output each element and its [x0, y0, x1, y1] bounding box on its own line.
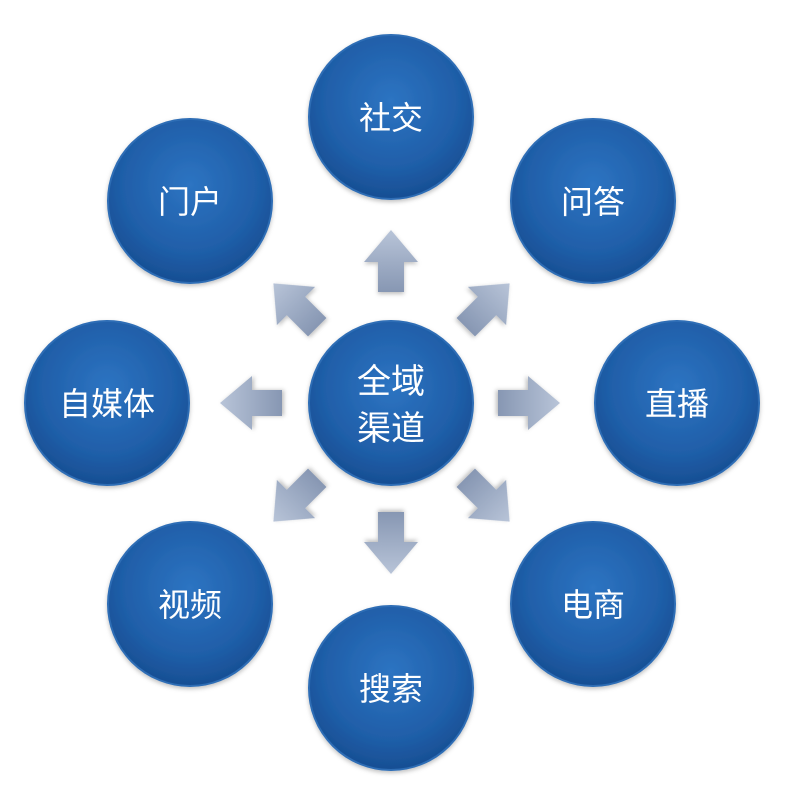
arrow-down-right-icon [446, 458, 529, 541]
node-label-zimeiti: 自媒体 [59, 385, 155, 423]
node-menhu: 门户 [107, 118, 273, 284]
node-zimeiti: 自媒体 [24, 320, 190, 486]
arrow-up-icon [364, 230, 418, 292]
arrow-down-icon [364, 512, 418, 574]
node-label-shejiao: 社交 [359, 99, 423, 137]
arrow-right-icon [498, 376, 560, 430]
node-label-wenda: 问答 [561, 183, 625, 221]
node-dianshang: 电商 [510, 521, 676, 687]
node-label-dianshang: 电商 [561, 586, 625, 624]
node-wenda: 问答 [510, 118, 676, 284]
arrow-left-icon [220, 376, 282, 430]
node-label-menhu: 门户 [158, 183, 222, 221]
node-zhibo: 直播 [594, 320, 760, 486]
arrow-up-left-icon [254, 264, 337, 347]
center-label-line1: 全域 [357, 362, 425, 402]
arrow-up-right-icon [446, 264, 529, 347]
arrow-down-left-icon [254, 458, 337, 541]
center-node: 全域 渠道 [308, 320, 474, 486]
node-sousuo: 搜索 [308, 605, 474, 771]
node-label-zhibo: 直播 [645, 385, 709, 423]
node-label-sousuo: 搜索 [359, 670, 423, 708]
node-shejiao: 社交 [308, 34, 474, 200]
node-label-shipin: 视频 [158, 586, 222, 624]
node-shipin: 视频 [107, 521, 273, 687]
center-label-line2: 渠道 [357, 409, 425, 449]
